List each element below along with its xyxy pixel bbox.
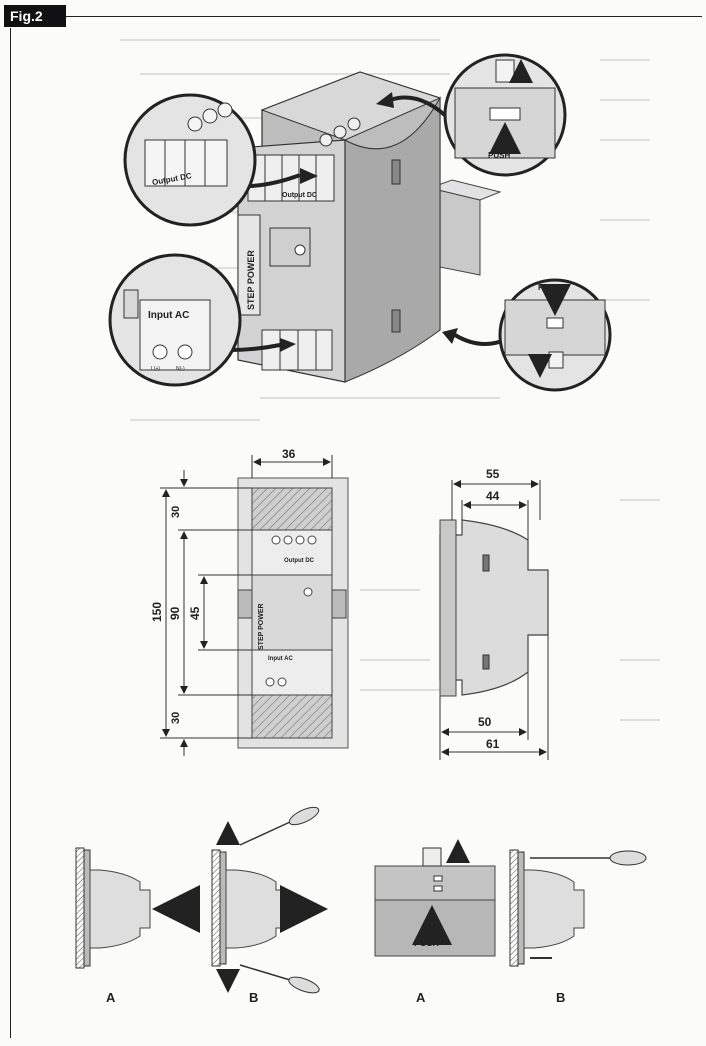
callout-bottom-clip: PUSH [498, 278, 612, 392]
callout-input-ac: Input AC L(+) N(-) [108, 253, 242, 387]
dim-depth-base: 50 [478, 715, 492, 729]
dim-depth-total: 55 [486, 467, 500, 481]
front-input-label: Input AC [268, 656, 293, 662]
dim-depth-top: 44 [486, 489, 500, 503]
side-dimension-view: 55 44 50 61 [439, 467, 549, 760]
callout-top-clip: PUSH [443, 53, 567, 177]
front-dimension-view: Output DC STEP POWER Input AC 36 150 [150, 447, 349, 756]
step-1a-label: A [106, 990, 116, 1005]
mount-step-1a: A [75, 847, 200, 1005]
terminal-label-n: N(-) [176, 366, 185, 372]
dim-height-inner: 90 [168, 606, 182, 620]
frame-left-rule [10, 28, 11, 1038]
mount-step-2a: PUSH A [374, 839, 496, 1005]
callout-input-label: Input AC [148, 310, 189, 321]
callout-output-dc: Output DC [123, 93, 257, 227]
device-brand-label: STEP POWER [246, 250, 256, 310]
frame-top-rule [66, 16, 702, 17]
dim-height-center: 45 [188, 606, 202, 620]
mount-step-2b: B [509, 849, 647, 1005]
dim-width: 36 [282, 447, 296, 461]
step-1b-label: B [249, 990, 258, 1005]
step-2a-label: A [416, 990, 426, 1005]
figure-label: Fig.2 [4, 5, 66, 27]
device-isometric: Output DC STEP POWER [237, 71, 502, 383]
dim-depth-overall: 61 [486, 737, 500, 751]
push-label-top: PUSH [488, 151, 510, 160]
device-output-label: Output DC [282, 192, 317, 199]
dim-top-margin: 30 [170, 506, 182, 518]
step-2a-push: PUSH [414, 938, 439, 948]
dim-bottom-margin: 30 [170, 712, 182, 724]
front-brand-label: STEP POWER [258, 603, 265, 650]
callout-arrow-bottom-clip [453, 333, 506, 346]
mount-step-1b: B [211, 806, 328, 1005]
dim-height-total: 150 [150, 602, 164, 622]
front-output-label: Output DC [284, 558, 315, 564]
terminal-label-l: L(+) [151, 366, 160, 372]
push-label-bottom: PUSH [538, 283, 560, 292]
step-2b-label: B [556, 990, 565, 1005]
